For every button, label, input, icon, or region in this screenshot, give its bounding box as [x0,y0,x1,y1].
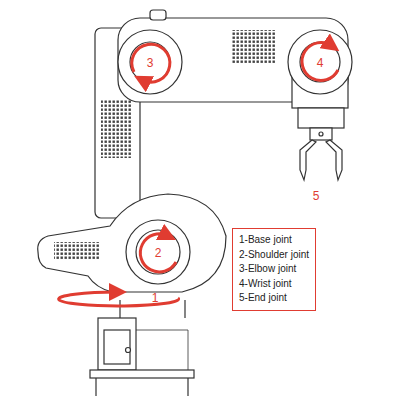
gripper-hub [310,128,332,140]
base-column [98,318,136,370]
shoulder-joint [136,230,180,274]
top-knob [150,10,166,20]
gripper-finger [300,140,316,180]
legend-entry: 5-End joint [239,291,309,306]
legend-entry: 1-Base joint [239,233,309,248]
shoulder-housing [38,194,226,292]
legend-entry: 3-Elbow joint [239,262,309,277]
gripper-body [298,108,344,128]
shoulder-cap [126,220,190,284]
base-panel [104,330,130,364]
callout-number: 4 [317,57,324,69]
elbow-joint [130,42,170,82]
base-port [126,348,131,353]
wrist-cap [288,30,352,94]
wrist-joint [300,42,340,82]
base-plate [90,370,194,378]
callout-number: 2 [155,247,162,259]
callout-number: 3 [147,57,154,69]
callout-number: 5 [313,190,320,202]
wrist-rotation-arrow [302,42,338,80]
legend-entry: 2-Shoulder joint [239,248,309,263]
vent-grille [54,242,100,260]
vent-grille [101,100,131,158]
shoulder-rotation-arrow [140,234,176,272]
gripper-finger [326,140,342,180]
base-rotation-arrow [59,292,179,306]
legend-entry: 4-Wrist joint [239,277,309,292]
callout-number: 1 [152,292,159,304]
elbow-rotation-arrow [132,44,170,82]
elbow-cap [118,30,182,94]
vent-grille [232,30,276,64]
legend-box: 1-Base joint2-Shoulder joint3-Elbow join… [232,228,316,311]
